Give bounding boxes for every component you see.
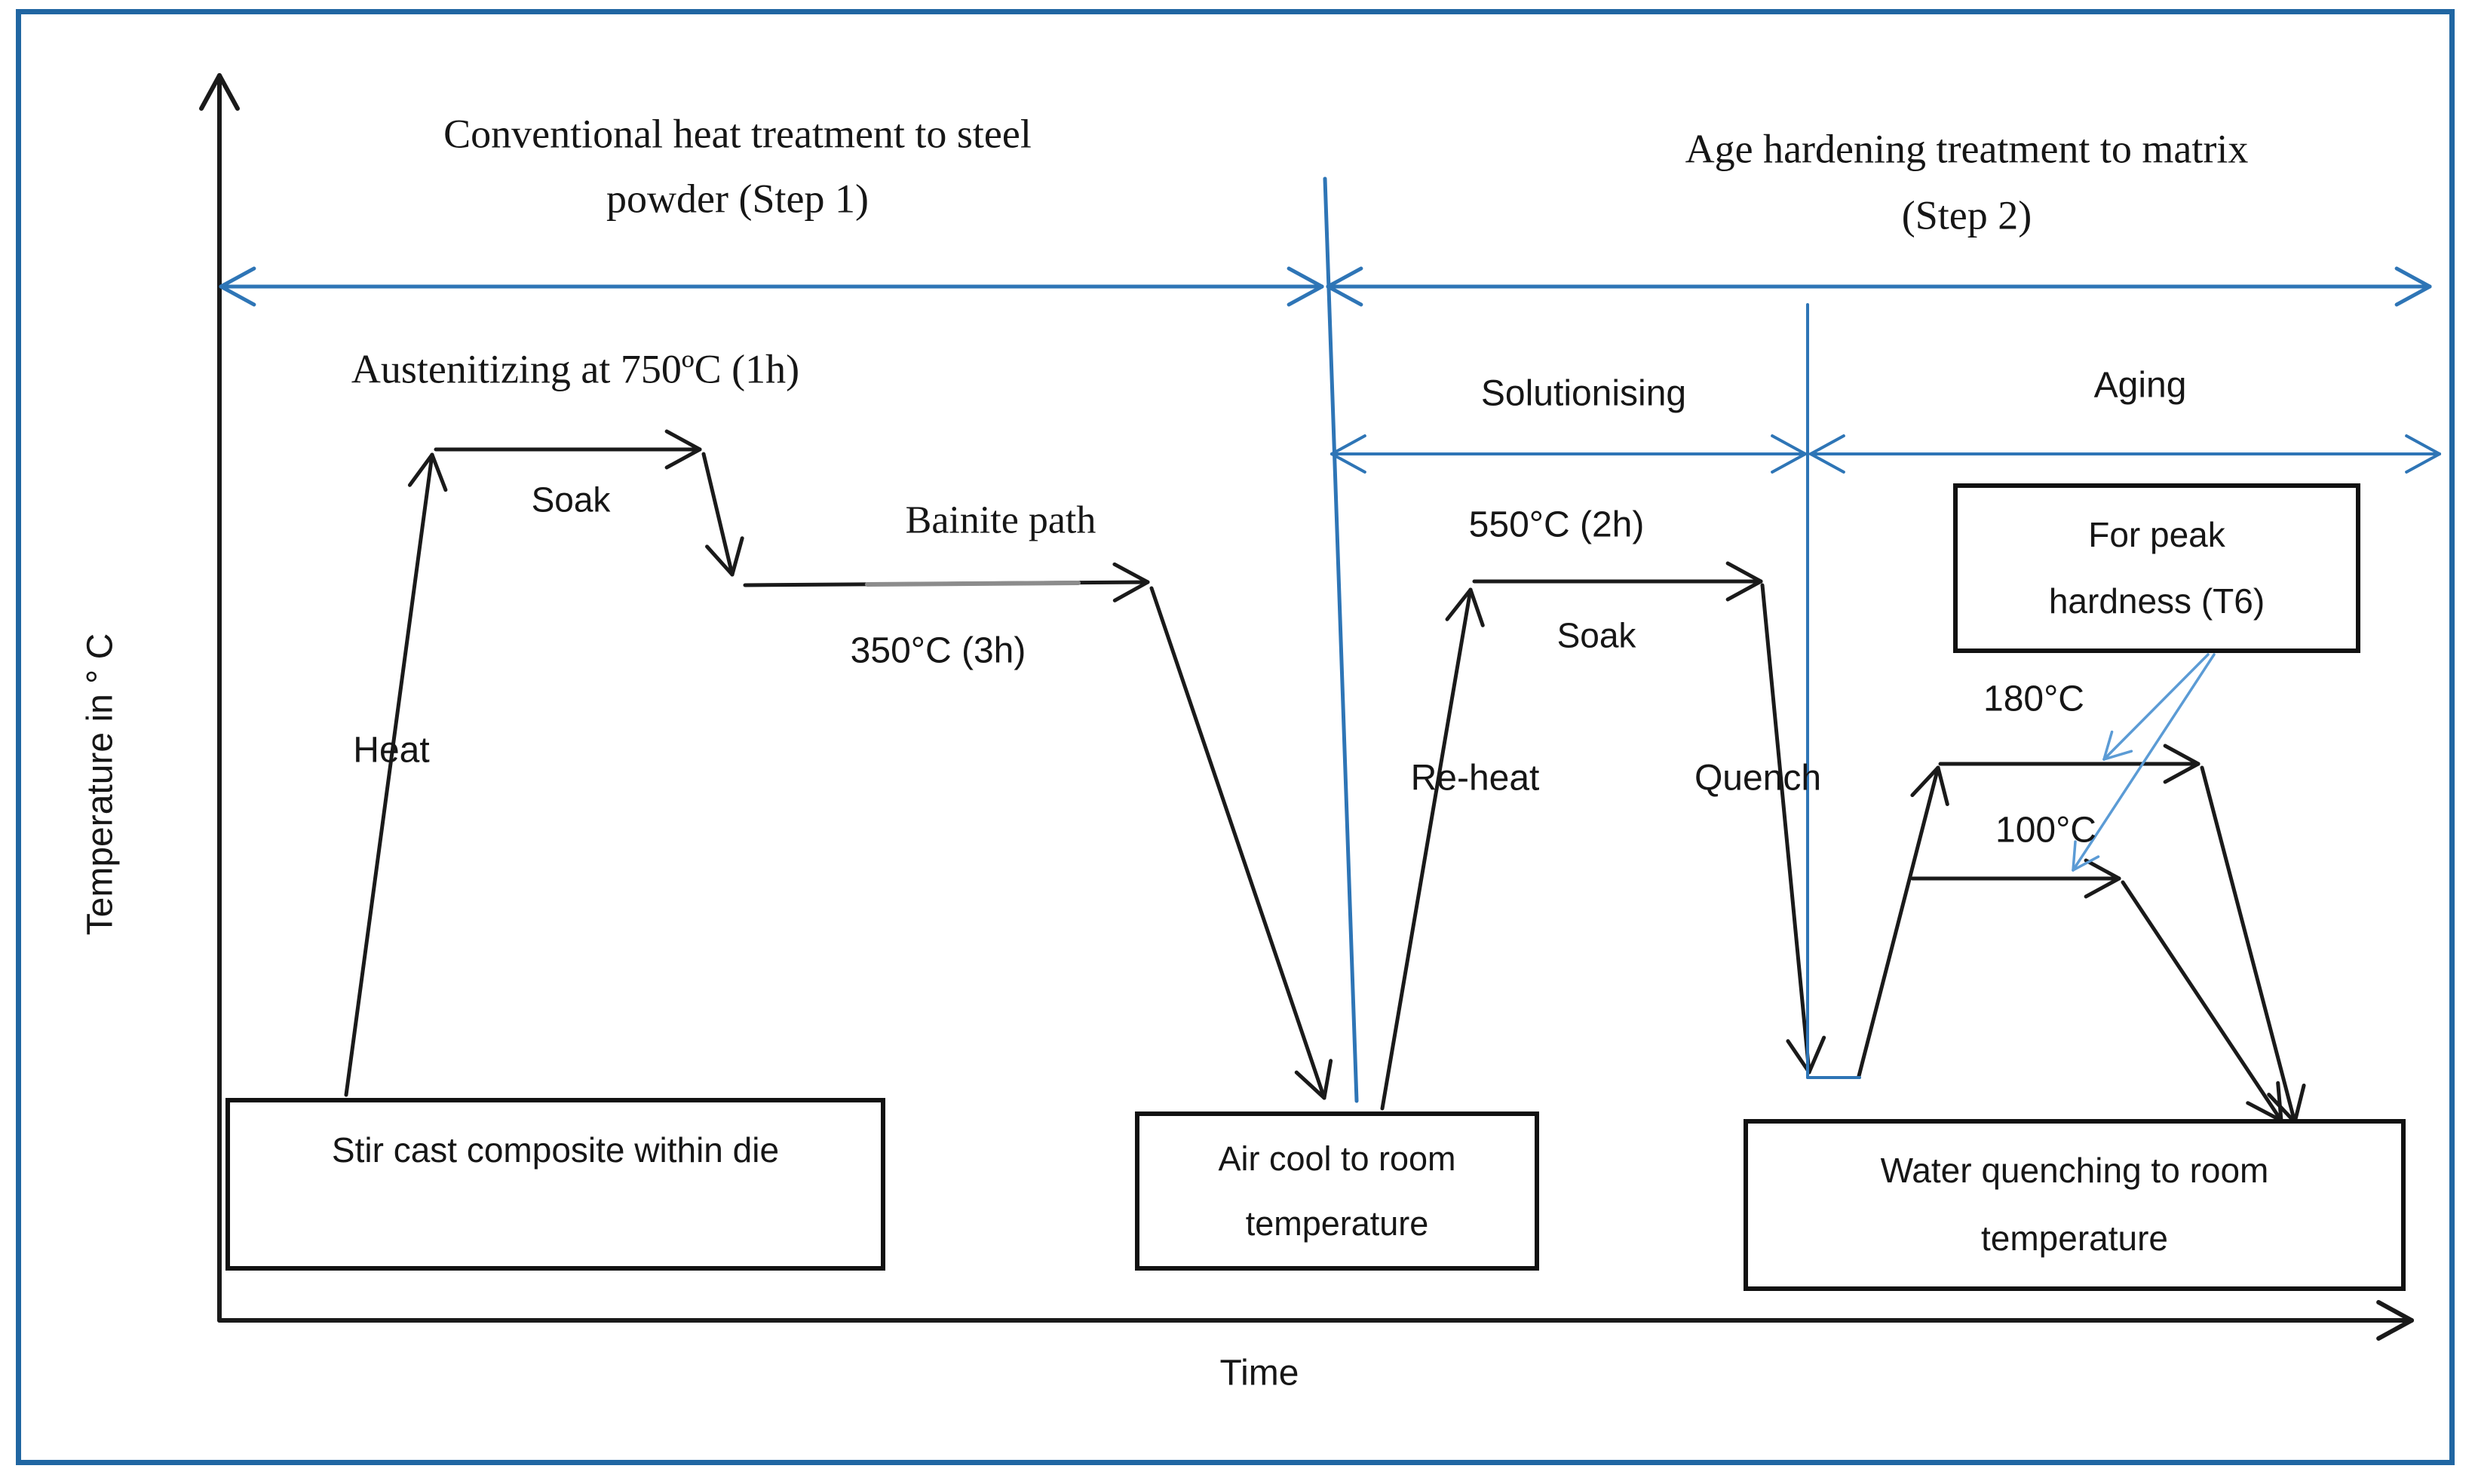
fall-from-100-arrowhead [2276, 1081, 2283, 1123]
t6-callout-to-180 [2102, 653, 2210, 761]
heat-rise [344, 452, 434, 1097]
span-step2-arrowhead [1326, 266, 1363, 289]
plateau-180-arrowhead [2163, 762, 2201, 784]
soak1-label: Soak [531, 480, 611, 520]
peak-hardness-box: For peak hardness (T6) [1953, 483, 2360, 653]
span-step2-arrowhead [2394, 266, 2432, 289]
soak-550-plateau-arrowhead [1725, 561, 1763, 584]
fall-from-180-arrowhead [2293, 1083, 2306, 1124]
temp-550-label: 550°C (2h) [1468, 504, 1645, 545]
bainite-gray-overlay [865, 581, 1081, 587]
x-axis-arrowhead [2376, 1318, 2414, 1341]
quench-drop-arrowhead [1807, 1035, 1826, 1075]
span-step1-arrowhead [1287, 266, 1324, 289]
divider-step1-step2 [1323, 176, 1359, 1103]
reheat-rise [1380, 587, 1473, 1111]
air-cool-box: Air cool to room temperature [1135, 1111, 1539, 1271]
reheat-rise-arrowhead [1445, 587, 1473, 621]
fall-from-180 [2200, 765, 2297, 1124]
bainite-plateau-arrowhead [1112, 580, 1150, 602]
span-step1-arrowhead [1287, 284, 1324, 307]
soak-750-plateau-arrowhead [664, 429, 702, 452]
plateau-180-arrowhead [2163, 744, 2201, 766]
air-cool-box-line1: Air cool to room [1218, 1139, 1456, 1178]
aging-rise-arrowhead [1936, 765, 1949, 806]
solutionising-label: Solutionising [1480, 373, 1687, 414]
t6-callout-to-100 [2072, 653, 2216, 872]
step1-heading-line1: Conventional heat treatment to steel [443, 111, 1032, 157]
span-aging-arrowhead [1809, 452, 1845, 474]
span-solutionising-arrowhead [1330, 434, 1366, 455]
y-axis-arrowhead [217, 73, 240, 111]
plateau-100-arrowhead [2084, 876, 2121, 899]
heat-rise-arrowhead [430, 452, 448, 492]
stir-cast-box: Stir cast composite within die [225, 1098, 885, 1271]
plateau-100-arrowhead [2084, 858, 2121, 881]
reheat-rise-arrowhead [1468, 587, 1485, 627]
temp-100-label: 100°C [1995, 810, 2096, 851]
aging-rise-arrowhead [1910, 765, 1940, 798]
heat-rise-arrowhead [407, 452, 434, 487]
span-step1-arrowhead [219, 266, 256, 289]
quench-label: Quench [1694, 758, 1822, 799]
t6-callout-to-100-arrowhead [2072, 840, 2077, 872]
soak-750-plateau-arrowhead [664, 447, 702, 470]
soak2-label: Soak [1556, 615, 1636, 655]
bainite-path-label: Bainite path [905, 498, 1096, 542]
heat-label: Heat [353, 730, 430, 771]
temp-350-label: 350°C (3h) [850, 630, 1026, 671]
air-cool-slope-arrowhead [1322, 1059, 1333, 1100]
air-cool-slope [1149, 586, 1326, 1100]
quench-drop [1760, 583, 1811, 1075]
step1-heading-line2: powder (Step 1) [606, 176, 869, 222]
step2-heading-line2: (Step 2) [1901, 192, 2032, 238]
drop-to-350-arrowhead [730, 536, 744, 577]
span-aging-arrowhead [2405, 434, 2441, 455]
fall-from-100 [2121, 880, 2283, 1123]
water-quench-box: Water quenching to room temperature [1744, 1119, 2406, 1291]
t6-callout-to-180-arrowhead [2102, 750, 2133, 761]
fall-from-100-arrowhead [2246, 1101, 2283, 1123]
span-solutionising-arrowhead [1771, 452, 1807, 474]
span-solutionising-arrowhead [1771, 434, 1807, 455]
aging-rise [1857, 765, 1940, 1078]
peak-hardness-box-line1: For peak [2088, 515, 2225, 555]
drop-to-350 [701, 452, 735, 577]
bainite-plateau-arrowhead [1112, 562, 1150, 584]
span-aging-arrowhead [1809, 434, 1845, 455]
aging-label: Aging [2093, 365, 2187, 406]
t6-callout-to-100-arrowhead [2072, 855, 2100, 872]
water-quench-box-line1: Water quenching to room [1880, 1151, 2269, 1191]
step2-heading-line1: Age hardening treatment to matrix [1685, 126, 2249, 172]
y-axis-label: Temperature in ° C [80, 633, 121, 936]
water-quench-box-line2: temperature [1980, 1219, 2168, 1258]
y-axis-arrowhead [199, 73, 222, 111]
quench-drop-arrowhead [1786, 1039, 1811, 1075]
span-step2-arrowhead [1326, 284, 1363, 307]
span-step1-arrowhead [219, 284, 256, 307]
span-solutionising-arrowhead [1330, 452, 1366, 474]
air-cool-box-line2: temperature [1245, 1203, 1429, 1243]
air-cool-slope-arrowhead [1294, 1070, 1326, 1100]
reheat-label: Re-heat [1410, 758, 1540, 799]
austenitizing-label: Austenitizing at 750ºC (1h) [351, 346, 800, 392]
page-border [16, 9, 2455, 1465]
temp-180-label: 180°C [1983, 679, 2084, 719]
soak-550-plateau-arrowhead [1725, 579, 1763, 602]
stir-cast-box-text: Stir cast composite within die [331, 1130, 780, 1170]
span-step2-arrowhead [2394, 284, 2432, 307]
peak-hardness-box-line2: hardness (T6) [2048, 581, 2265, 621]
x-axis-arrowhead [2376, 1300, 2414, 1323]
drop-to-350-arrowhead [705, 544, 735, 577]
x-axis-label: Time [1219, 1353, 1299, 1394]
span-aging-arrowhead [2405, 452, 2441, 474]
t6-callout-to-180-arrowhead [2102, 730, 2114, 761]
